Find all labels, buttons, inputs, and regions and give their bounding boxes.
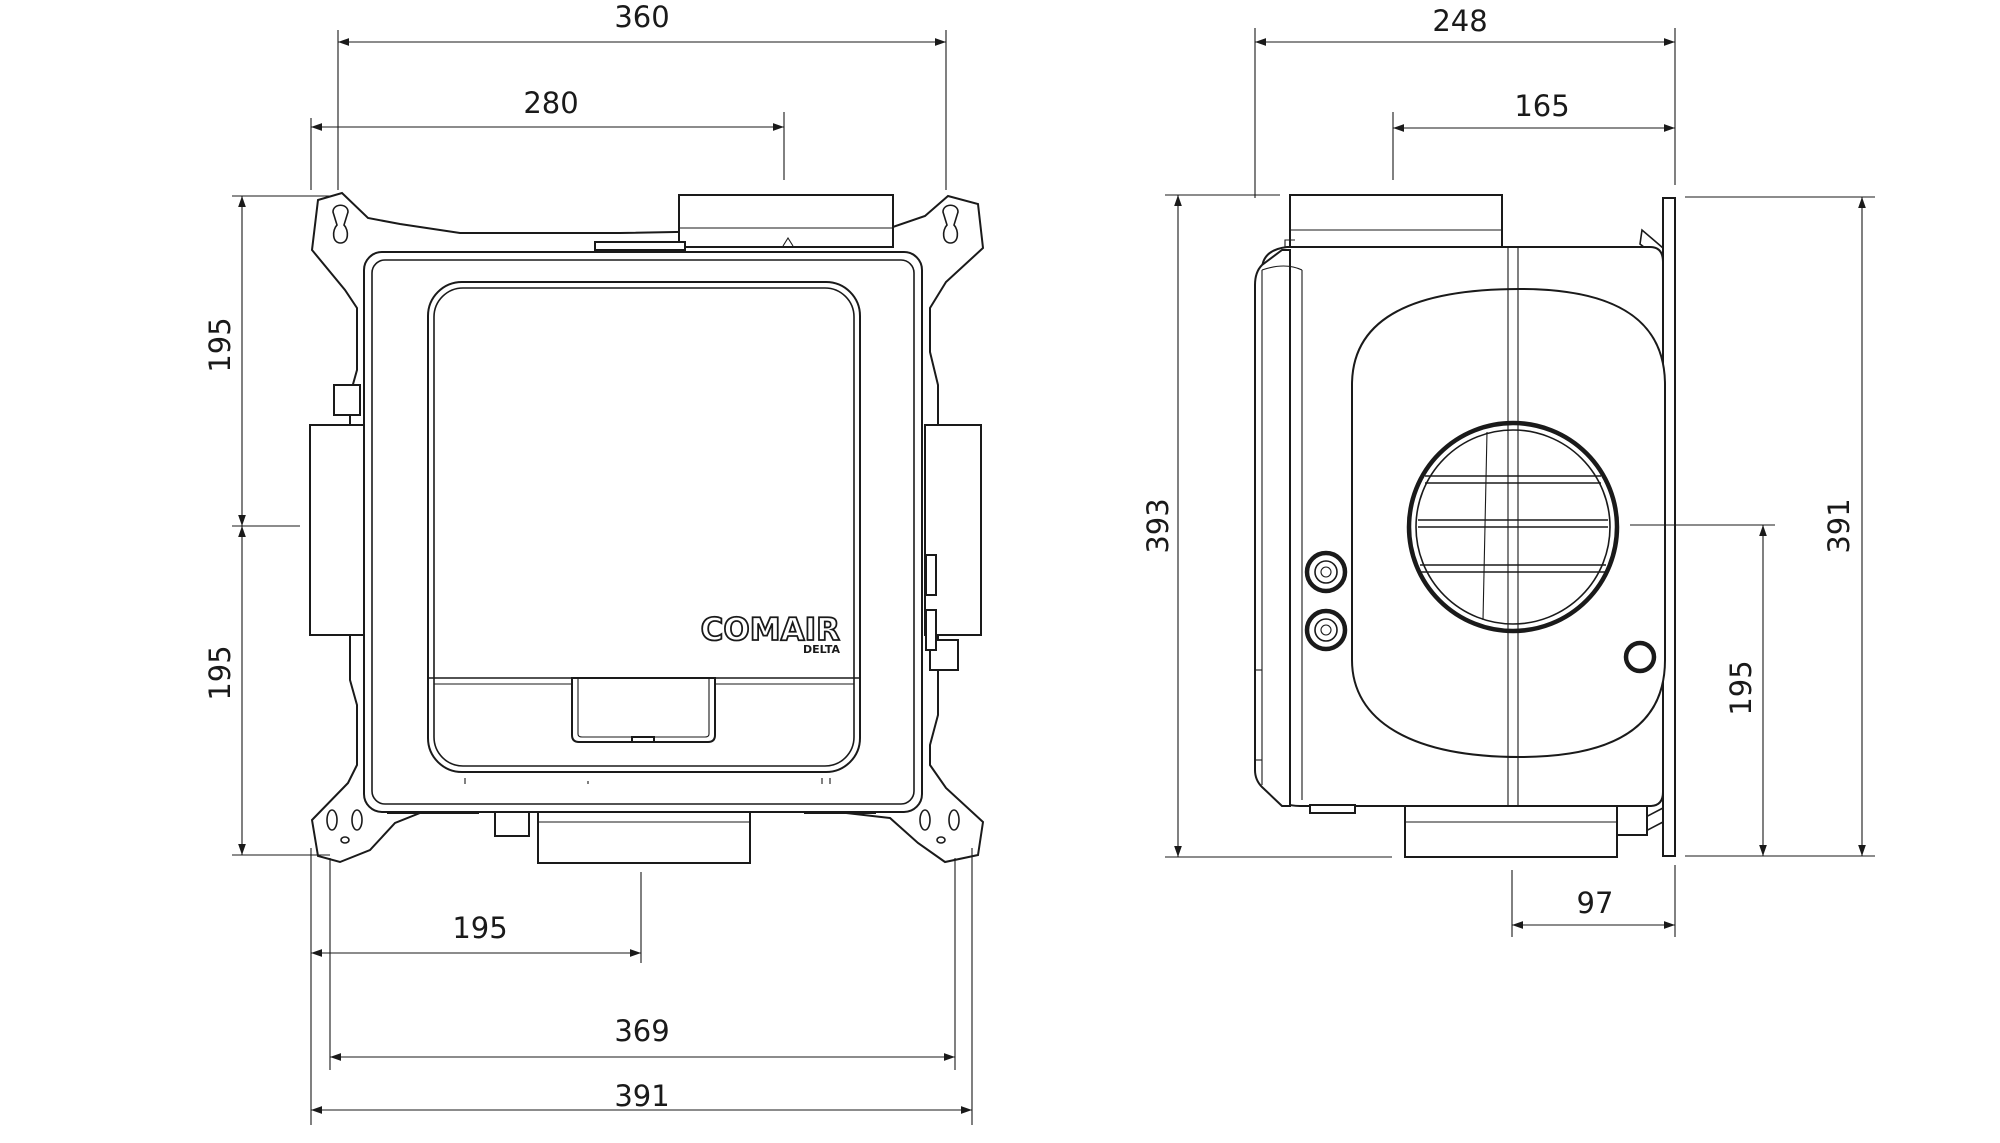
side-bottom-spigot <box>1404 804 1618 858</box>
dim-height-center: 195 <box>1724 660 1758 715</box>
keyhole-slot-top-left <box>332 204 349 244</box>
right-duct-spigot <box>924 424 982 636</box>
dim-height-left: 393 <box>1141 498 1175 553</box>
dim-depth-bottom: 97 <box>1577 886 1614 920</box>
mounting-holes-bottom <box>326 809 960 844</box>
outlet-grille-ring <box>1406 420 1620 634</box>
top-duct-spigot <box>678 194 894 248</box>
connector-top <box>1304 550 1348 594</box>
front-cover-panel <box>427 281 861 773</box>
dim-width-top: 360 <box>614 0 669 34</box>
keyhole-slot-top-right <box>942 204 959 244</box>
dim-width-inner: 369 <box>614 1014 669 1048</box>
access-hatch[interactable] <box>571 677 716 743</box>
brand-logo: COMAIR <box>701 612 840 648</box>
dim-offset-top: 280 <box>523 86 578 120</box>
front-view: COMAIR DELTA 360 280 195 195 195 369 391 <box>203 0 985 1125</box>
left-duct-spigot <box>309 424 367 636</box>
dim-offset-top-side: 165 <box>1514 89 1569 123</box>
dim-height-lower: 195 <box>203 645 237 700</box>
bottom-duct-spigot <box>537 807 751 864</box>
side-knob <box>1623 640 1657 674</box>
dim-depth-top: 248 <box>1432 4 1487 38</box>
side-top-spigot <box>1289 194 1503 251</box>
dim-offset-bottom: 195 <box>452 911 507 945</box>
side-front-cover <box>1254 249 1291 807</box>
front-housing-inner <box>371 259 915 805</box>
dim-width-overall: 391 <box>614 1079 669 1113</box>
dim-height-upper: 195 <box>203 317 237 372</box>
outlet-grille-bars <box>1418 431 1608 621</box>
side-view: 248 165 393 391 195 97 <box>1141 4 1875 937</box>
brand-model: DELTA <box>803 643 840 656</box>
front-cover-panel-inner <box>433 287 855 767</box>
dim-height-right: 391 <box>1822 498 1856 553</box>
connector-bottom <box>1304 608 1348 652</box>
